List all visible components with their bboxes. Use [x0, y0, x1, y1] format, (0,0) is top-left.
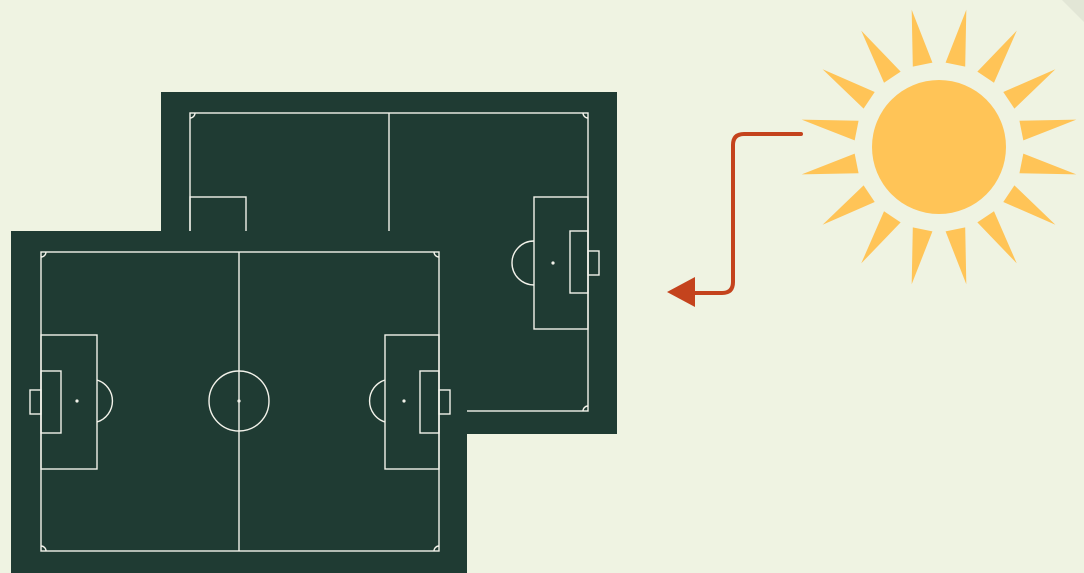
arrow-shaft — [688, 132, 803, 295]
corner-arc — [433, 251, 440, 258]
sun-ray — [945, 227, 967, 285]
sun-ray — [822, 185, 875, 225]
goal-left — [29, 389, 42, 415]
sun-ray — [801, 119, 859, 141]
page-corner — [1062, 0, 1084, 22]
sun-ray — [977, 30, 1017, 83]
arrow-icon — [667, 132, 803, 307]
corner-arc — [433, 545, 440, 552]
corner-arc — [582, 405, 589, 412]
sun-ray — [1019, 153, 1077, 175]
corner-arc — [582, 112, 589, 119]
center-circle — [208, 370, 270, 432]
arrow-head — [667, 277, 695, 307]
sun-ray — [945, 9, 967, 67]
sun-ray — [1003, 185, 1056, 225]
sun-ray — [1003, 69, 1056, 109]
goal-right — [587, 250, 600, 276]
sun-ray — [977, 211, 1017, 264]
penalty-arc-right — [511, 240, 535, 286]
corner-arc — [40, 251, 47, 258]
pitch-markings — [29, 251, 451, 552]
penalty-arc-left — [96, 379, 114, 423]
sun-ray — [861, 30, 901, 83]
penalty-spot-right — [402, 399, 406, 403]
corner-arc — [40, 545, 47, 552]
penalty-arc-right — [368, 379, 386, 423]
sun-disc — [872, 80, 1006, 214]
penalty-spot-right — [551, 261, 555, 265]
penalty-spot-left — [75, 399, 79, 403]
sun-ray — [861, 211, 901, 264]
corner-arc — [189, 112, 196, 119]
sun-ray — [801, 153, 859, 175]
sun-ray — [822, 69, 875, 109]
sun-icon — [801, 9, 1077, 285]
goal-right — [438, 389, 451, 415]
center-spot — [237, 399, 241, 403]
sun-ray — [911, 227, 933, 285]
sun-ray — [1019, 119, 1077, 141]
football-pitch-front — [11, 231, 467, 573]
sun-ray — [911, 9, 933, 67]
sun-rays — [801, 9, 1077, 285]
